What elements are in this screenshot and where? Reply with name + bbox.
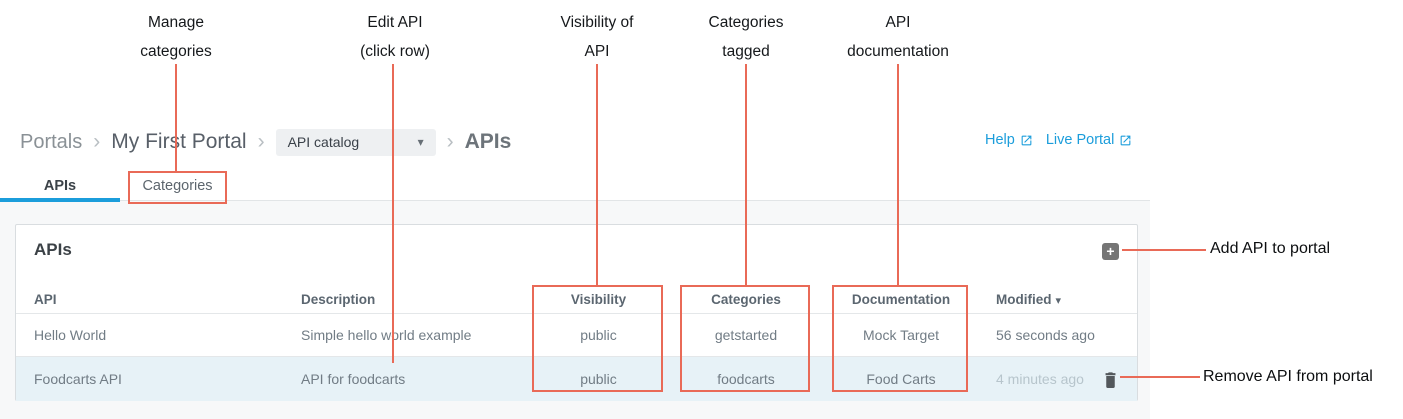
- callout-box-categories-tab: [128, 171, 227, 204]
- add-api-button[interactable]: [1102, 243, 1119, 260]
- callout-label-add-api: Add API to portal: [1210, 240, 1331, 257]
- callout-line: [392, 64, 394, 363]
- column-header-modified[interactable]: Modified: [996, 286, 1118, 313]
- cell-modified: 56 seconds ago: [996, 327, 1095, 343]
- trash-icon: [1102, 370, 1119, 389]
- cell-modified: 4 minutes ago: [996, 371, 1084, 387]
- caret-down-icon: [418, 133, 424, 151]
- chevron-right-icon: [447, 132, 454, 152]
- table-row[interactable]: Hello World Simple hello world example p…: [16, 314, 1137, 357]
- dropdown-selected-value: API catalog: [287, 134, 360, 150]
- cell-documentation: Mock Target: [863, 327, 939, 343]
- callout-label-edit-api: Edit API(click row): [360, 14, 430, 60]
- cell-visibility: public: [580, 327, 617, 343]
- chevron-right-icon: [258, 132, 265, 152]
- callout-line: [745, 64, 747, 285]
- column-header-modified-label: Modified: [996, 292, 1052, 307]
- header-links: Help Live Portal: [985, 132, 1132, 148]
- column-header-categories: Categories: [711, 292, 781, 307]
- remove-api-button[interactable]: [1100, 369, 1120, 389]
- breadcrumb-portals[interactable]: Portals: [20, 130, 83, 153]
- callout-line: [175, 64, 177, 171]
- callout-line: [897, 64, 899, 285]
- breadcrumb-portal-name[interactable]: My First Portal: [111, 130, 247, 153]
- cell-categories: getstarted: [714, 327, 778, 343]
- breadcrumb-current-page: APIs: [464, 130, 512, 153]
- help-link[interactable]: Help: [985, 132, 1033, 148]
- tab-apis[interactable]: APIs: [43, 178, 77, 194]
- cell-categories: foodcarts: [717, 371, 775, 387]
- page-type-dropdown[interactable]: API catalog: [275, 128, 436, 156]
- cell-documentation: Food Carts: [866, 371, 936, 387]
- callout-line: [1120, 376, 1200, 378]
- plus-icon: [1106, 243, 1114, 261]
- tab-categories[interactable]: Categories: [142, 178, 213, 194]
- cell-visibility: public: [580, 371, 617, 387]
- column-header-visibility: Visibility: [570, 292, 627, 307]
- column-header-documentation: Documentation: [851, 292, 951, 307]
- caret-down-icon: [1056, 292, 1062, 307]
- chevron-right-icon: [93, 132, 100, 152]
- cell-api: Foodcarts API: [34, 371, 122, 387]
- table-header-row: API Description Visibility Categories Do…: [16, 286, 1137, 314]
- active-tab-underline: [0, 198, 120, 202]
- live-portal-link[interactable]: Live Portal: [1046, 132, 1133, 148]
- live-portal-link-label: Live Portal: [1045, 132, 1115, 148]
- callout-label-remove-api: Remove API from portal: [1203, 368, 1373, 385]
- column-header-description: Description: [301, 292, 376, 307]
- tabbar-divider: [0, 200, 1150, 201]
- callout-box-visibility-column: [532, 285, 663, 392]
- cell-description: API for foodcarts: [301, 371, 406, 387]
- cell-api: Hello World: [34, 327, 107, 343]
- table-row[interactable]: Foodcarts API API for foodcarts public f…: [16, 357, 1137, 401]
- help-link-label: Help: [985, 132, 1015, 148]
- callout-box-documentation-column: [832, 285, 968, 392]
- external-link-icon: [1119, 134, 1132, 147]
- callout-line: [1122, 249, 1206, 251]
- external-link-icon: [1020, 134, 1033, 147]
- apis-panel: APIs API Description Visibility Categori…: [15, 224, 1138, 401]
- callout-box-categories-column: [680, 285, 810, 392]
- column-header-api: API: [34, 292, 57, 307]
- panel-title: APIs: [34, 240, 72, 259]
- callout-line: [596, 64, 598, 285]
- breadcrumb: Portals My First Portal API catalog APIs: [20, 126, 511, 158]
- cell-description: Simple hello world example: [301, 327, 472, 343]
